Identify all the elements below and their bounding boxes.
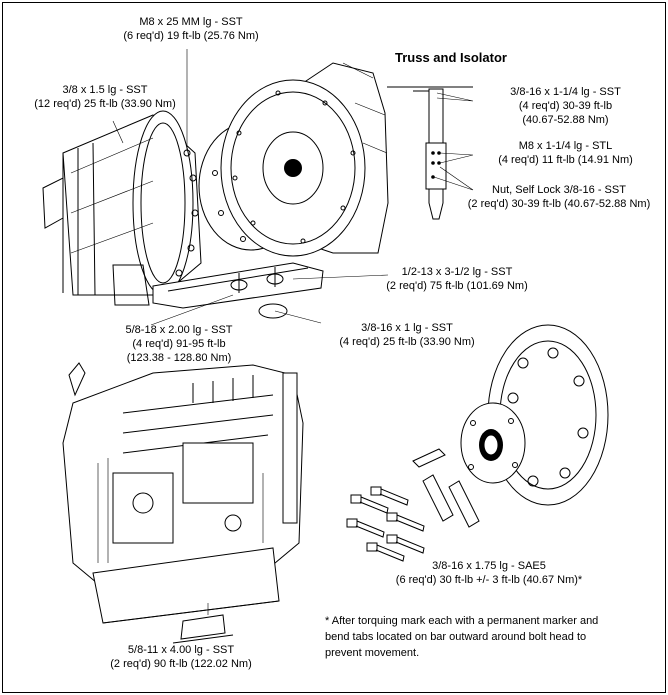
callout-line: (2 req'd) 90 ft-lb (122.02 Nm): [110, 658, 252, 670]
callout-line: M8 x 1-1/4 lg - STL: [518, 140, 613, 152]
callout-line: 5/8-11 x 4.00 lg - SST: [127, 644, 235, 656]
callout-1-2-13: 1/2-13 x 3-1/2 lg - SST (2 req'd) 75 ft-…: [357, 265, 557, 293]
engine-block: [62, 362, 304, 644]
callout-m8-25: M8 x 25 MM lg - SST (6 req'd) 19 ft-lb (…: [91, 15, 291, 43]
footnote-line: bend tabs located on bar outward around …: [325, 631, 587, 643]
footnote-line: prevent movement.: [325, 647, 420, 659]
callout-truss-3-8-16: 3/8-16 x 1-1/4 lg - SST (4 req'd) 30-39 …: [473, 85, 658, 127]
footnote-line: * After torquing mark each with a perman…: [325, 615, 599, 627]
assembly-drawing: [42, 49, 609, 644]
callout-line: (4 req'd) 30-39 ft-lb: [518, 100, 613, 112]
truss-inset: [387, 86, 474, 220]
callout-line: M8 x 25 MM lg - SST: [139, 16, 243, 28]
truss-title: Truss and Isolator: [395, 50, 507, 65]
flywheel-engine: [220, 62, 389, 257]
callout-line: (6 req'd) 30 ft-lb +/- 3 ft-lb (40.67 Nm…: [395, 574, 583, 586]
callout-line: (2 req'd) 30-39 ft-lb (40.67-52.88 Nm): [467, 198, 651, 210]
callout-line: 5/8-18 x 2.00 lg - SST: [125, 324, 233, 336]
callout-line: Nut, Self Lock 3/8-16 - SST: [492, 184, 626, 196]
bolts: [346, 486, 425, 562]
callout-line: 3/8-16 x 1-1/4 lg - SST: [510, 86, 621, 98]
bell-housing: [42, 110, 202, 306]
callout-truss-m8: M8 x 1-1/4 lg - STL (4 req'd) 11 ft-lb (…: [473, 139, 658, 167]
callout-line: (4 req'd) 91-95 ft-lb: [132, 338, 226, 350]
lock-tabs: [412, 448, 480, 528]
callout-line: (2 req'd) 75 ft-lb (101.69 Nm): [386, 280, 528, 292]
callout-line: 3/8 x 1.5 lg - SST: [62, 84, 148, 96]
callout-line: (4 req'd) 11 ft-lb (14.91 Nm): [498, 154, 633, 166]
callout-line: (123.38 - 128.80 Nm): [126, 352, 232, 364]
callout-line: 3/8-16 x 1 lg - SST: [361, 322, 453, 334]
mount-bar: [152, 262, 324, 319]
callout-line: (4 req'd) 25 ft-lb (33.90 Nm): [339, 336, 475, 348]
callout-truss-nut: Nut, Self Lock 3/8-16 - SST (2 req'd) 30…: [457, 183, 661, 211]
flex-plate-exploded: [460, 324, 609, 506]
callout-3-8-16-1-75: 3/8-16 x 1.75 lg - SAE5 (6 req'd) 30 ft-…: [369, 559, 609, 587]
callout-line: 1/2-13 x 3-1/2 lg - SST: [401, 266, 513, 278]
callout-line: (40.67-52.88 Nm): [522, 114, 609, 126]
callout-3-8-1-5: 3/8 x 1.5 lg - SST (12 req'd) 25 ft-lb (…: [7, 83, 203, 111]
callout-3-8-16-1: 3/8-16 x 1 lg - SST (4 req'd) 25 ft-lb (…: [317, 321, 497, 349]
callout-line: (6 req'd) 19 ft-lb (25.76 Nm): [123, 30, 259, 42]
footnote: * After torquing mark each with a perman…: [325, 613, 598, 661]
callout-line: 3/8-16 x 1.75 lg - SAE5: [432, 560, 546, 572]
callout-line: (12 req'd) 25 ft-lb (33.90 Nm): [34, 98, 176, 110]
callout-5-8-11: 5/8-11 x 4.00 lg - SST (2 req'd) 90 ft-l…: [81, 643, 281, 671]
callout-5-8-18: 5/8-18 x 2.00 lg - SST (4 req'd) 91-95 f…: [99, 323, 259, 365]
